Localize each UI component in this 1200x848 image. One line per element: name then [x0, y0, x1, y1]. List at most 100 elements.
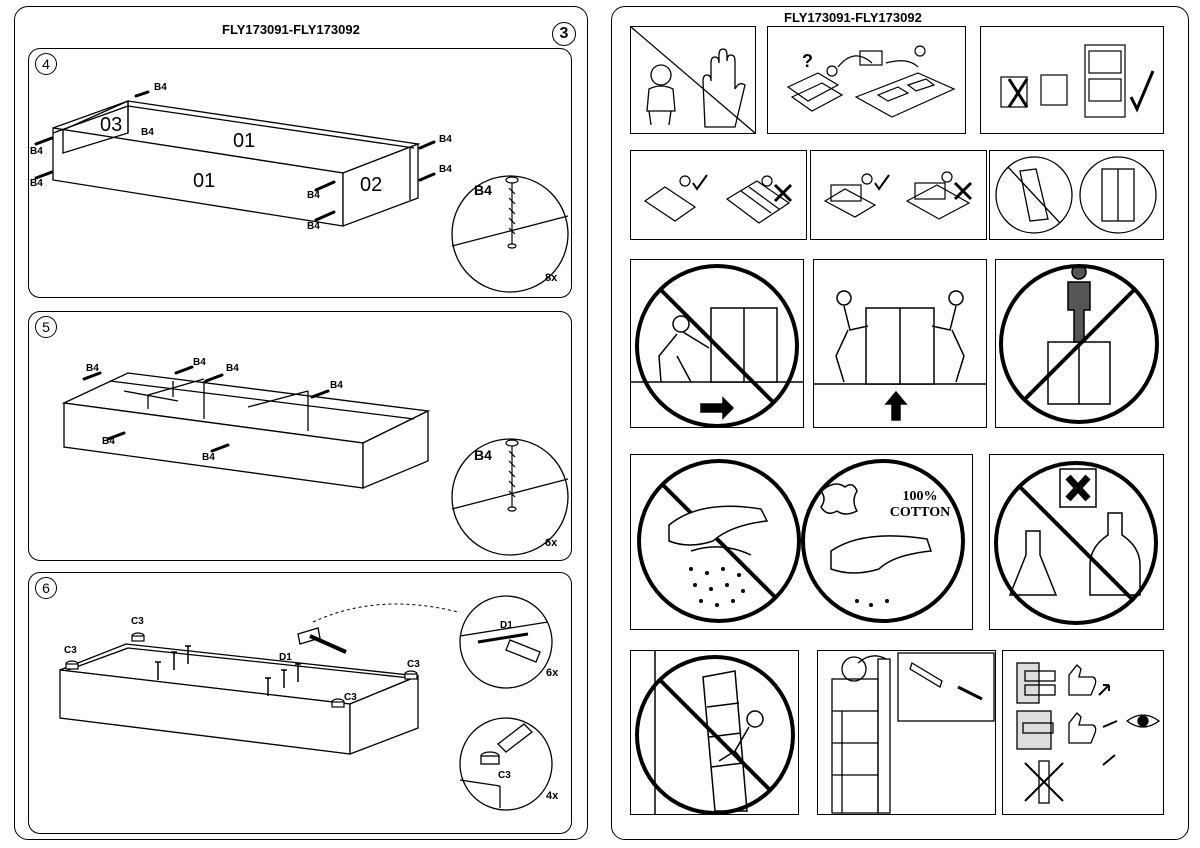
b4-label: B4 — [86, 363, 99, 374]
assemble-on-floor-pictogram — [810, 150, 987, 240]
b4-label: B4 — [330, 380, 343, 391]
screw-icon — [957, 685, 983, 701]
step-5-illustration — [61, 365, 569, 556]
d1-detail-circle — [459, 595, 553, 689]
d1-label: D1 — [279, 652, 292, 663]
wall-anchor-icon — [909, 662, 943, 688]
step-4-panel: 4 — [28, 48, 572, 298]
cotton-label: 100% COTTON — [875, 489, 965, 521]
smiley-icon — [861, 173, 873, 185]
prohibited-icon — [635, 655, 795, 814]
wall-fixing-pictogram — [817, 650, 996, 815]
panel-01-label: 01 — [233, 130, 256, 152]
flask-icon — [1008, 530, 1058, 596]
cotton-percent: 100% — [902, 489, 938, 504]
step-6-illustration — [59, 595, 553, 811]
step-5-number: 5 — [35, 316, 57, 338]
prohibited-icon — [995, 156, 1073, 234]
cross-mark-icon — [1024, 762, 1064, 802]
thumbs-up-icon — [1068, 712, 1097, 744]
wall-plug-pictogram — [1002, 650, 1164, 815]
step-4-number: 4 — [35, 53, 57, 75]
wardrobe-upright-pictogram — [989, 150, 1164, 240]
quantity-label: 8x — [545, 272, 558, 284]
panel-01-label: 01 — [193, 170, 216, 192]
b4-label: B4 — [307, 221, 320, 232]
smiley-icon — [679, 175, 691, 187]
screw-icon — [505, 176, 519, 249]
cotton-text: COTTON — [889, 505, 951, 520]
cross-mark-icon — [953, 181, 973, 201]
keep-documents-pictogram — [980, 26, 1164, 134]
b4-label: B4 — [102, 436, 115, 447]
screw-icon — [505, 439, 519, 512]
c3-detail-circle — [459, 717, 553, 811]
child-warning-pictogram — [630, 26, 756, 134]
b4-label: B4 — [439, 134, 452, 145]
detail-part-label: B4 — [474, 182, 492, 198]
panel-02-label: 02 — [360, 174, 383, 196]
smiley-icon — [914, 45, 926, 57]
no-climbing-pictogram — [630, 650, 799, 815]
spray-icon — [689, 567, 745, 607]
arrow-icon — [700, 396, 735, 420]
step-4-illustration — [34, 90, 569, 293]
prohibited-icon — [999, 264, 1159, 424]
no-pushing-pictogram — [630, 259, 804, 428]
detail-part-label: D1 — [500, 620, 513, 631]
child-icon — [646, 64, 676, 126]
two-person-lift-pictogram — [813, 259, 987, 428]
quantity-label: 6x — [546, 667, 559, 679]
detail-part-label: B4 — [474, 447, 492, 463]
person-icon — [948, 290, 964, 306]
bottle-icon — [1089, 512, 1141, 596]
b4-label: B4 — [30, 178, 43, 189]
prohibited-icon — [994, 461, 1158, 625]
phone-icon — [859, 50, 883, 66]
b4-label: B4 — [226, 363, 239, 374]
sad-face-icon — [826, 65, 838, 77]
right-product-code: FLY173091-FLY173092 — [784, 10, 922, 25]
c3-label: C3 — [344, 692, 357, 703]
contact-service-pictogram: ? — [767, 26, 966, 134]
cross-mark-icon — [773, 183, 793, 203]
c3-label: C3 — [131, 616, 144, 627]
leather-icon — [819, 483, 859, 515]
wardrobe-icon — [1019, 168, 1049, 222]
filing-cabinet-icon — [1084, 44, 1126, 118]
quantity-label: 6x — [545, 537, 558, 549]
person-icon — [836, 290, 852, 306]
sad-face-icon — [761, 175, 773, 187]
cross-mark-icon — [1007, 78, 1029, 108]
eye-icon — [1125, 714, 1161, 728]
prohibited-icon — [635, 264, 799, 427]
b4-label: B4 — [307, 190, 320, 201]
no-chemicals-pictogram — [989, 454, 1164, 630]
checkmark-icon — [692, 174, 708, 191]
sad-face-icon — [941, 171, 953, 183]
bookcase-icon — [831, 678, 879, 814]
b4-label: B4 — [154, 82, 167, 93]
cleaning-pictogram: 100% COTTON — [630, 454, 973, 630]
checkmark-icon — [1129, 70, 1155, 113]
step-6-number: 6 — [35, 577, 57, 599]
c3-label: C3 — [407, 659, 420, 670]
hammer-icon — [297, 627, 347, 654]
b4-label: B4 — [193, 357, 206, 368]
prohibited-icon — [637, 459, 801, 623]
b4-label: B4 — [30, 146, 43, 157]
b4-label: B4 — [141, 127, 154, 138]
person-icon — [672, 315, 690, 333]
step-6-panel: 6 — [28, 572, 572, 834]
no-standing-pictogram — [995, 259, 1164, 428]
panel-03-label: 03 — [100, 114, 123, 136]
step-5-detail-circle — [451, 438, 569, 556]
svg-text:?: ? — [802, 51, 813, 71]
c3-label: C3 — [64, 645, 77, 656]
hazard-symbol-icon — [1059, 468, 1097, 508]
thumbs-up-icon — [1068, 664, 1097, 696]
b4-label: B4 — [439, 164, 452, 175]
person-icon — [746, 710, 764, 728]
arrow-icon — [884, 390, 908, 421]
page-number: 3 — [552, 22, 576, 46]
